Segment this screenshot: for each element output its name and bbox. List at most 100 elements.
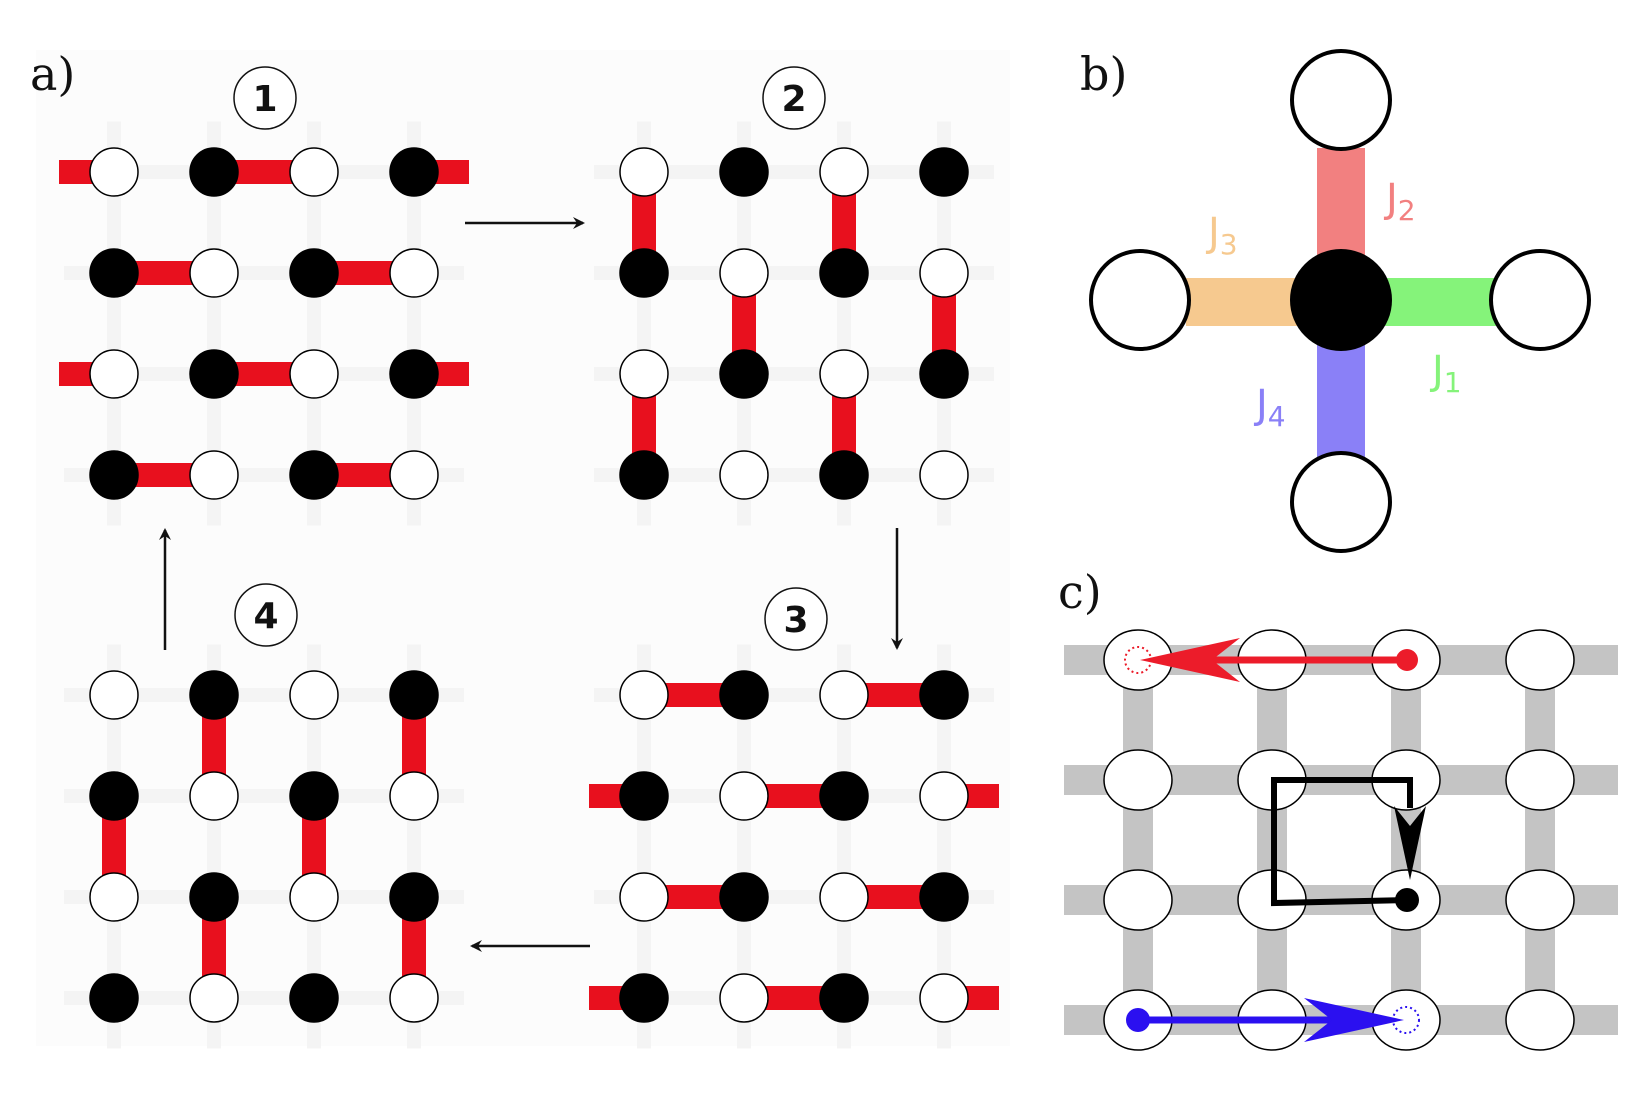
step-number-3: 3 xyxy=(783,600,808,641)
occupied-site xyxy=(719,349,769,399)
center-site xyxy=(1290,249,1392,351)
occupied-site xyxy=(819,248,869,298)
panel-a-label: a) xyxy=(30,47,75,101)
red-hop-arrow xyxy=(1124,638,1418,682)
empty-site xyxy=(919,450,969,500)
occupied-site xyxy=(389,349,439,399)
occupied-site xyxy=(189,872,239,922)
occupied-site xyxy=(189,147,239,197)
empty-site xyxy=(289,872,339,922)
panel-c-lattice-moves xyxy=(1064,629,1618,1051)
occupied-site xyxy=(189,349,239,399)
empty-site xyxy=(389,771,439,821)
empty-site xyxy=(819,872,869,922)
occupied-site xyxy=(89,973,139,1023)
occupied-site xyxy=(389,872,439,922)
empty-site xyxy=(719,248,769,298)
dimer-config-2 xyxy=(594,121,994,526)
empty-site xyxy=(189,248,239,298)
occupied-site xyxy=(819,973,869,1023)
occupied-site xyxy=(89,771,139,821)
occupied-site xyxy=(619,771,669,821)
empty-site xyxy=(89,349,139,399)
step-badge-3: 3 xyxy=(764,587,828,651)
empty-site xyxy=(389,973,439,1023)
occupied-site xyxy=(619,248,669,298)
empty-site xyxy=(389,450,439,500)
blue-target-site-marker xyxy=(1392,1006,1420,1034)
neighbor-site-bottom xyxy=(1290,451,1392,553)
empty-site xyxy=(719,450,769,500)
lattice-site xyxy=(1505,629,1575,691)
empty-site xyxy=(619,147,669,197)
lattice-grid-lines xyxy=(1064,645,1618,1035)
empty-site xyxy=(289,147,339,197)
lattice-site xyxy=(1505,749,1575,811)
occupied-site xyxy=(919,349,969,399)
panel-b-label: b) xyxy=(1080,47,1127,101)
coupling-label-j3: J3 xyxy=(1205,210,1238,261)
step-number-4: 4 xyxy=(253,596,278,637)
occupied-site xyxy=(289,973,339,1023)
panel-b-couplings: J1 J2 J3 J4 xyxy=(1089,49,1591,553)
occupied-site xyxy=(719,147,769,197)
lattice-site xyxy=(1103,749,1173,811)
blue-hop-arrow xyxy=(1126,998,1420,1042)
empty-site xyxy=(919,973,969,1023)
occupied-site xyxy=(189,670,239,720)
lattice-site xyxy=(1103,869,1173,931)
occupied-site xyxy=(389,670,439,720)
empty-site xyxy=(89,670,139,720)
coupling-label-j1: J1 xyxy=(1429,348,1462,399)
panel-a-dimer-cycle: 1 2 3 4 xyxy=(59,66,999,1049)
lattice-sites xyxy=(1103,629,1575,1051)
empty-site xyxy=(819,349,869,399)
neighbor-site-right xyxy=(1489,249,1591,351)
empty-site xyxy=(619,349,669,399)
empty-site xyxy=(819,670,869,720)
empty-site xyxy=(289,670,339,720)
empty-site xyxy=(819,147,869,197)
neighbor-site-left xyxy=(1089,249,1191,351)
occupied-site xyxy=(919,872,969,922)
empty-site xyxy=(89,872,139,922)
occupied-site xyxy=(289,771,339,821)
empty-site xyxy=(289,349,339,399)
occupied-site xyxy=(719,872,769,922)
empty-site xyxy=(189,771,239,821)
panel-c-label: c) xyxy=(1058,565,1102,619)
coupling-label-j2: J2 xyxy=(1383,176,1416,227)
occupied-site xyxy=(819,450,869,500)
red-target-site-marker xyxy=(1124,646,1152,674)
neighbor-site-top xyxy=(1290,49,1392,151)
empty-site xyxy=(719,771,769,821)
step-badge-1: 1 xyxy=(233,66,297,130)
empty-site xyxy=(189,973,239,1023)
black-loop-arrow xyxy=(1271,777,1426,912)
occupied-site xyxy=(389,147,439,197)
step-badge-2: 2 xyxy=(762,66,826,130)
occupied-site xyxy=(289,248,339,298)
step-badge-4: 4 xyxy=(234,583,298,647)
dimer-config-3 xyxy=(589,644,999,1049)
coupling-label-j4: J4 xyxy=(1253,382,1286,433)
occupied-site xyxy=(819,771,869,821)
dimer-config-1 xyxy=(59,121,469,526)
empty-site xyxy=(389,248,439,298)
lattice-site xyxy=(1505,869,1575,931)
empty-site xyxy=(919,771,969,821)
step-number-1: 1 xyxy=(252,79,277,120)
occupied-site xyxy=(89,450,139,500)
lattice-site xyxy=(1505,989,1575,1051)
occupied-site xyxy=(719,670,769,720)
empty-site xyxy=(919,248,969,298)
occupied-site xyxy=(919,147,969,197)
empty-site xyxy=(619,872,669,922)
empty-site xyxy=(619,670,669,720)
empty-site xyxy=(189,450,239,500)
occupied-site xyxy=(89,248,139,298)
occupied-site xyxy=(919,670,969,720)
empty-site xyxy=(89,147,139,197)
empty-site xyxy=(719,973,769,1023)
